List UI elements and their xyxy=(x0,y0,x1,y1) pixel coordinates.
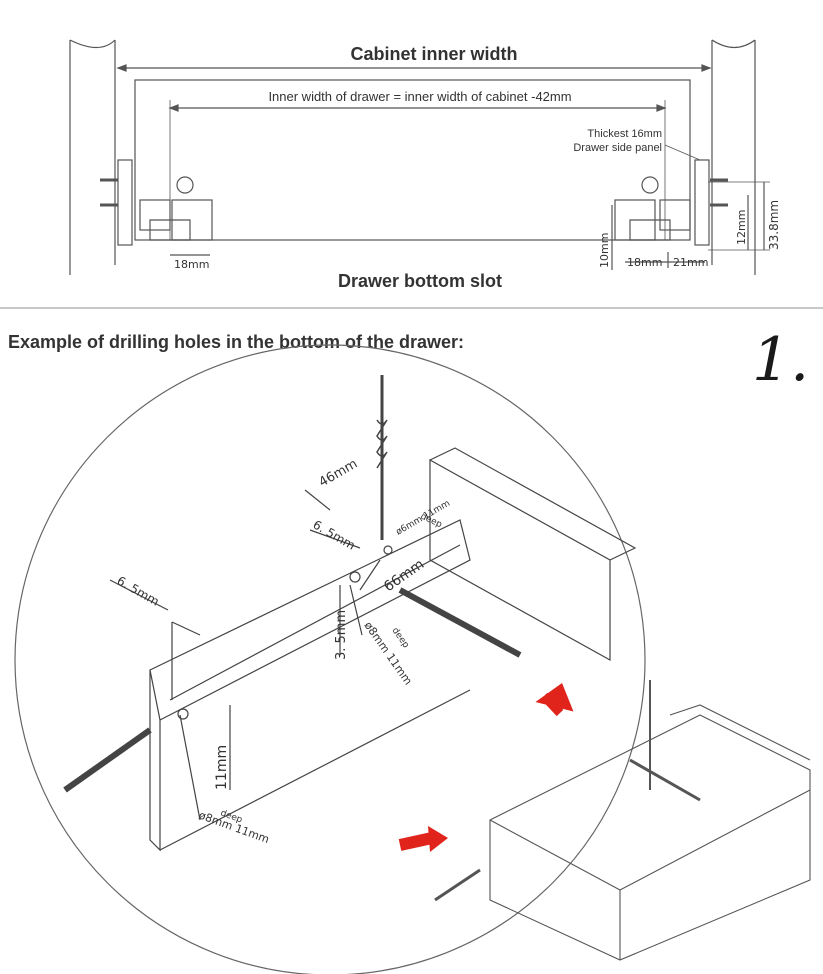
top-section xyxy=(69,39,770,275)
right-slide-mechanism xyxy=(614,159,728,246)
cabinet-inner-width-label: Cabinet inner width xyxy=(350,44,517,64)
side-panel-label: Drawer side panel xyxy=(573,142,662,154)
left-cabinet-wall xyxy=(69,40,116,275)
dim-6-5mm-top: 6. 5mm xyxy=(311,517,358,552)
step-number: 1. xyxy=(752,325,809,395)
drawer-bottom-slot-label: Drawer bottom slot xyxy=(338,271,502,291)
right-18mm-label: 18mm xyxy=(627,256,662,269)
arrow-icon-right-upper xyxy=(535,683,574,717)
vertical-10mm-label: 10mm xyxy=(598,233,611,268)
left-18mm-label: 18mm xyxy=(174,258,209,271)
left-slide-mechanism xyxy=(100,159,213,246)
deep-label-2: deep xyxy=(390,626,411,650)
side-panel-thickness: Thickest 16mm xyxy=(587,128,662,140)
drawer-closeup xyxy=(63,375,637,852)
drilling-heading: Example of drilling holes in the bottom … xyxy=(8,332,464,352)
drawer-overview xyxy=(434,680,811,961)
dim-3-5mm: 3. 5mm xyxy=(334,610,349,660)
vertical-33-8mm-label: 33.8mm xyxy=(767,200,781,250)
right-cabinet-wall xyxy=(711,40,756,275)
vertical-12mm-label: 12mm xyxy=(735,210,748,245)
dim-6-5mm-left: 6. 5mm xyxy=(115,573,162,608)
drawer-outline xyxy=(134,79,691,241)
hole-6mm-11mm: ø6mm 11mm xyxy=(395,499,453,538)
arrow-icon-left-lower xyxy=(398,832,434,851)
hole-8mm-11mm-a: ø8mm 11mm xyxy=(362,619,415,687)
arrow-icon-left-lower-head xyxy=(428,826,448,852)
magnifier-circle xyxy=(14,344,646,974)
inner-width-formula: Inner width of drawer = inner width of c… xyxy=(268,89,571,104)
dim-11mm: 11mm xyxy=(214,745,230,790)
dim-46mm: 46mm xyxy=(317,457,361,491)
right-21mm-label: 21mm xyxy=(673,256,708,269)
